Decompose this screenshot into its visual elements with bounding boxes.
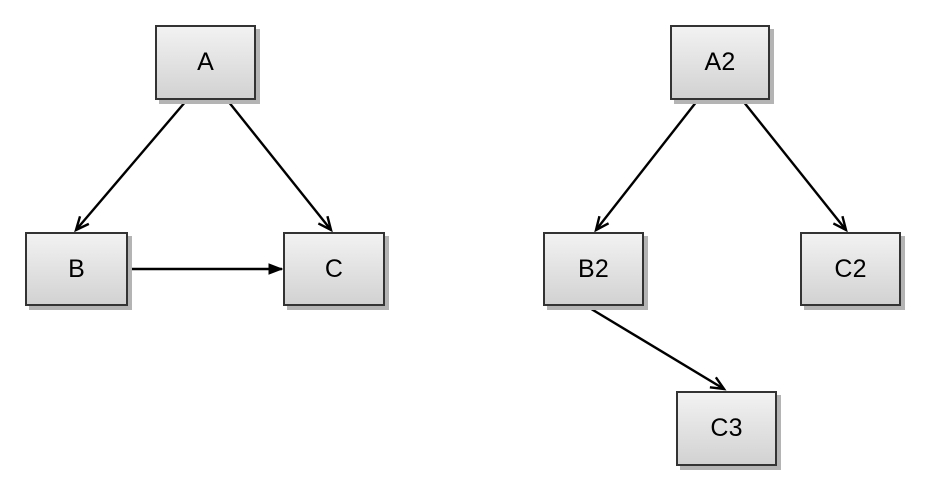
edge-a2-to-c2[interactable] [742,100,848,233]
node-label: C3 [710,414,743,442]
arrowhead-icon [317,215,333,233]
node-c2[interactable]: C2 [800,232,901,306]
arrowhead-icon [268,263,284,275]
node-label: B2 [578,254,609,283]
node-label: A [197,48,214,76]
node-label: C [324,254,344,283]
node-a2[interactable]: A2 [670,25,770,100]
node-c3[interactable]: C3 [676,391,777,466]
arrowhead-icon [832,215,848,233]
node-c[interactable]: C [283,232,385,306]
edge-a-to-c[interactable] [227,100,333,233]
node-b[interactable]: B [25,232,128,306]
arrowhead-icon [594,215,610,233]
edge-a-to-b[interactable] [74,100,187,233]
node-label: A2 [704,48,736,76]
edge-a2-to-b2[interactable] [594,100,698,233]
arrowhead-icon [74,216,90,233]
node-label: B [68,254,85,283]
arrowhead-icon [709,376,727,391]
edge-b-to-c[interactable] [129,263,284,275]
node-b2[interactable]: B2 [543,232,644,306]
node-label: C2 [834,254,867,283]
edge-b2-to-c3[interactable] [587,305,727,391]
node-a[interactable]: A [155,25,256,100]
